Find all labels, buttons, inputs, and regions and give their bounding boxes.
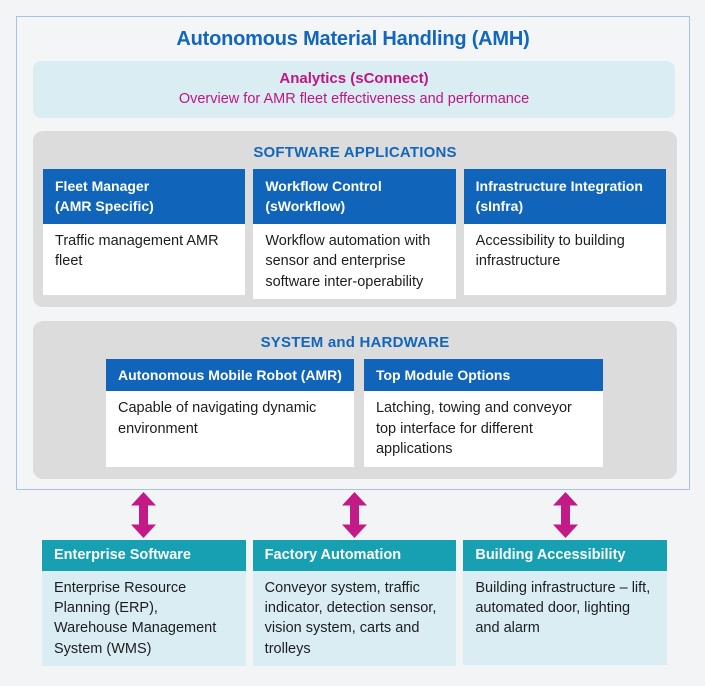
amh-container: Autonomous Material Handling (AMH) Analy… xyxy=(16,16,690,490)
card-workflow-control: Workflow Control (sWorkflow) Workflow au… xyxy=(253,169,456,300)
system-hardware-section: SYSTEM and HARDWARE Autonomous Mobile Ro… xyxy=(33,321,677,479)
card-title-line: (sWorkflow) xyxy=(265,198,346,215)
page-title: Autonomous Material Handling (AMH) xyxy=(176,28,530,50)
card-amr-header: Autonomous Mobile Robot (AMR) xyxy=(106,359,354,392)
card-title-line: Fleet Manager xyxy=(55,178,150,194)
external-box-header: Building Accessibility xyxy=(463,540,668,571)
card-workflow-control-header: Workflow Control (sWorkflow) xyxy=(253,169,456,224)
external-box-enterprise-software: Enterprise Software Enterprise Resource … xyxy=(42,540,246,667)
arrow-cell xyxy=(253,492,457,538)
system-hardware-cards: Autonomous Mobile Robot (AMR) Capable of… xyxy=(106,359,603,467)
external-box-body: Conveyor system, traffic indicator, dete… xyxy=(252,570,457,667)
arrow-cell xyxy=(463,492,667,538)
connector-arrows-row xyxy=(42,492,667,538)
external-box-factory-automation: Factory Automation Conveyor system, traf… xyxy=(252,540,457,667)
analytics-title: Analytics (sConnect) xyxy=(279,70,429,87)
bidirectional-arrow-icon xyxy=(552,492,578,538)
software-applications-section: SOFTWARE APPLICATIONS Fleet Manager (AMR… xyxy=(33,131,677,307)
card-infrastructure-integration: Infrastructure Integration (sInfra) Acce… xyxy=(463,169,666,295)
external-box-building-accessibility: Building Accessibility Building infrastr… xyxy=(463,540,668,665)
card-amr-body: Capable of navigating dynamic environmen… xyxy=(106,391,354,467)
external-box-body: Building infrastructure – lift, automate… xyxy=(463,570,668,665)
card-fleet-manager-header: Fleet Manager (AMR Specific) xyxy=(43,169,246,224)
card-infrastructure-integration-body: Accessibility to building infrastructure xyxy=(463,223,666,295)
arrow-cell xyxy=(42,492,246,538)
bidirectional-arrow-icon xyxy=(131,492,157,538)
software-applications-title: SOFTWARE APPLICATIONS xyxy=(253,144,457,161)
card-title-line: (AMR Specific) xyxy=(55,198,154,215)
bidirectional-arrow-icon xyxy=(342,492,367,538)
card-top-module-options-body: Latching, towing and conveyor top interf… xyxy=(363,391,603,467)
analytics-panel: Analytics (sConnect) Overview for AMR fl… xyxy=(33,61,675,118)
card-top-module-options-header: Top Module Options xyxy=(363,359,603,392)
external-systems-row: Enterprise Software Enterprise Resource … xyxy=(42,540,668,667)
external-box-header: Enterprise Software xyxy=(42,540,246,571)
card-amr: Autonomous Mobile Robot (AMR) Capable of… xyxy=(106,359,354,467)
external-box-body: Enterprise Resource Planning (ERP), Ware… xyxy=(42,570,246,667)
system-hardware-title: SYSTEM and HARDWARE xyxy=(260,334,450,351)
card-workflow-control-body: Workflow automation with sensor and ente… xyxy=(253,223,456,300)
card-title-line: (sInfra) xyxy=(475,198,524,215)
analytics-subtitle: Overview for AMR fleet effectiveness and… xyxy=(178,91,530,107)
software-applications-cards: Fleet Manager (AMR Specific) Traffic man… xyxy=(43,169,666,300)
card-fleet-manager-body: Traffic management AMR fleet xyxy=(43,223,246,295)
card-title-line: Workflow Control xyxy=(265,178,382,194)
card-fleet-manager: Fleet Manager (AMR Specific) Traffic man… xyxy=(43,169,246,295)
external-box-header: Factory Automation xyxy=(252,540,457,571)
card-title-line: Infrastructure Integration xyxy=(475,178,643,194)
card-infrastructure-integration-header: Infrastructure Integration (sInfra) xyxy=(463,169,666,224)
card-top-module-options: Top Module Options Latching, towing and … xyxy=(363,359,603,467)
